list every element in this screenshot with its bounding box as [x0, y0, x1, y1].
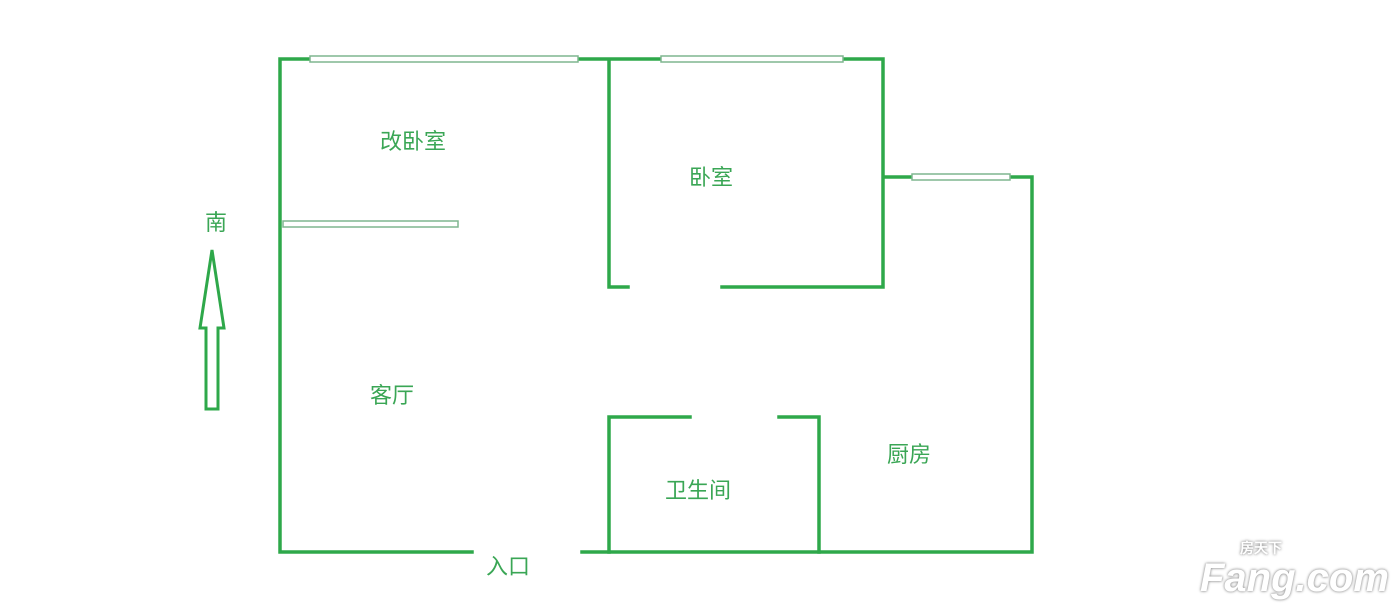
room-label-kitchen: 厨房	[886, 443, 932, 468]
north-south-arrow-icon	[198, 249, 226, 411]
windows	[282, 55, 1011, 228]
room-label-bathroom: 卫生间	[664, 479, 732, 504]
fang-watermark-logo: 房天下 Fang.com	[1200, 540, 1389, 600]
window-kitchen	[911, 173, 1011, 181]
compass-label: 南	[204, 211, 228, 236]
room-label-converted-bedroom: 改卧室	[379, 130, 447, 155]
partition-window	[282, 220, 459, 228]
window-top-left	[309, 55, 579, 63]
entrance-label: 入口	[485, 555, 531, 580]
room-label-living-room: 客厅	[369, 384, 415, 409]
window-top-bedroom	[660, 55, 844, 63]
bathroom-walls	[607, 415, 821, 554]
watermark-brand: Fang.com	[1200, 556, 1389, 600]
watermark-chinese: 房天下	[1240, 540, 1282, 556]
room-label-bedroom: 卧室	[688, 166, 734, 191]
